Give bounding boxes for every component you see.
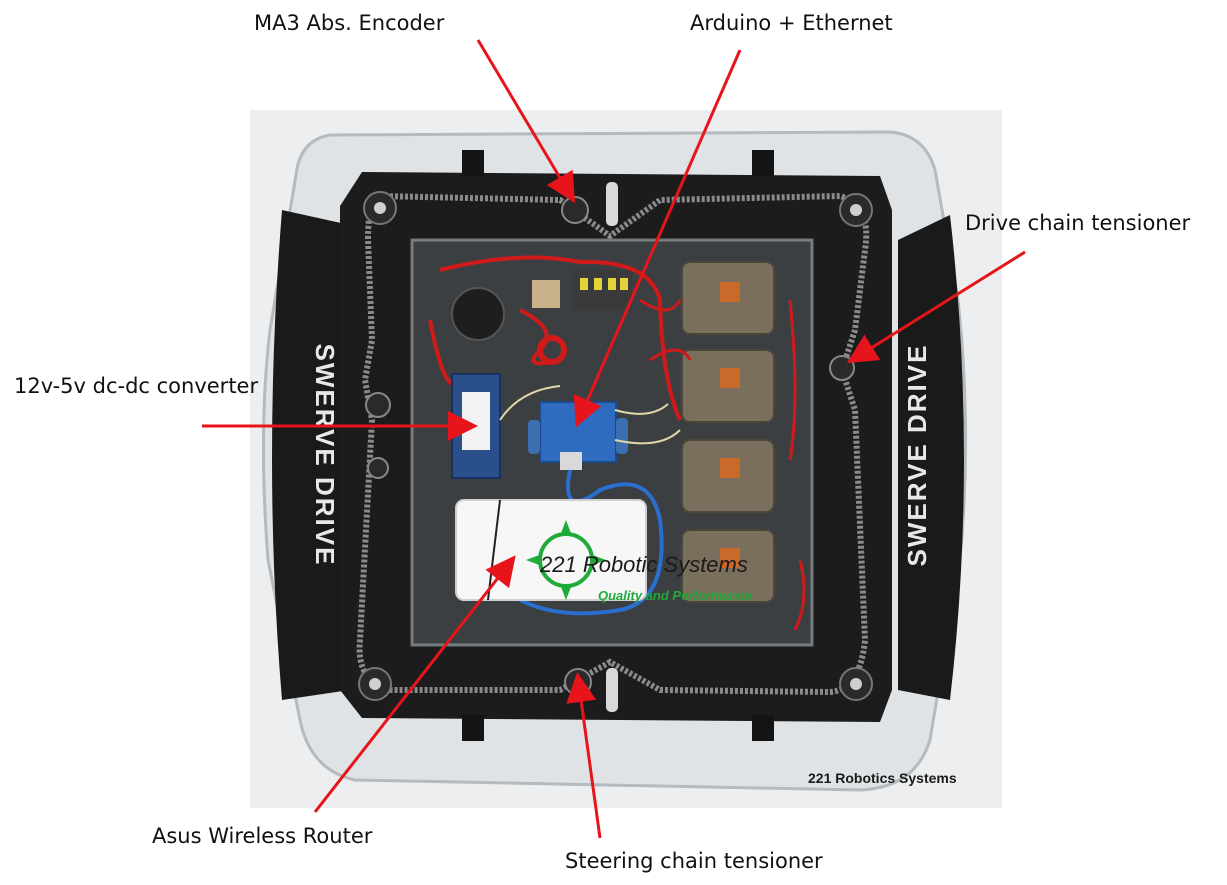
blue-ethernet-cable: [519, 469, 664, 616]
fuse: [594, 278, 602, 290]
arduino-capacitor: [616, 418, 628, 454]
mount-tab: [752, 150, 774, 176]
mount-tab: [752, 715, 774, 741]
tensioner-arm-top: [606, 182, 618, 226]
arduino-label: Arduino + Ethernet: [690, 11, 893, 35]
idler-sprocket: [367, 457, 389, 479]
logo-star: [526, 520, 606, 600]
drive-tensioner-sprocket: [829, 355, 855, 381]
sprocket-hub: [850, 204, 862, 216]
logo-tagline: Quality and Performance: [598, 588, 752, 603]
encoder-sprocket: [561, 196, 589, 224]
arduino-capacitor: [528, 420, 540, 454]
circuit-breaker: [451, 287, 505, 341]
sprocket-hub: [374, 202, 386, 214]
sprocket-hub: [369, 678, 381, 690]
motor-controller-led: [720, 282, 740, 302]
right-side-decal-text: SWERVE DRIVE: [902, 344, 932, 567]
logo-name: 221 Robotic Systems: [539, 552, 748, 577]
dcdc-converter-label: 12v-5v dc-dc converter: [14, 374, 259, 398]
dcdc-converter-chip: [462, 392, 490, 450]
motor-controller-led: [720, 548, 740, 568]
motor-controller-led: [720, 368, 740, 388]
steering-tensioner-label: Steering chain tensioner: [565, 849, 823, 873]
fuse: [620, 278, 628, 290]
photo-watermark: 221 Robotics Systems: [808, 770, 957, 786]
red-wire-coil: [537, 335, 567, 365]
sprocket-hub: [850, 678, 862, 690]
ethernet-jack: [560, 452, 582, 470]
tensioner-arm-bottom: [606, 668, 618, 712]
terminal-block: [532, 280, 560, 308]
mount-tab: [462, 150, 484, 176]
fuse: [580, 278, 588, 290]
idler-sprocket: [365, 392, 391, 418]
left-side-decal-text: SWERVE DRIVE: [310, 344, 340, 567]
wireless-router: [455, 499, 647, 601]
drive-tensioner-label: Drive chain tensioner: [965, 211, 1191, 235]
mount-tab: [462, 715, 484, 741]
motor-controller-led: [720, 458, 740, 478]
steering-tensioner-sprocket: [564, 668, 592, 696]
encoder-label: MA3 Abs. Encoder: [254, 11, 445, 35]
router-label: Asus Wireless Router: [152, 824, 373, 848]
fuse: [608, 278, 616, 290]
